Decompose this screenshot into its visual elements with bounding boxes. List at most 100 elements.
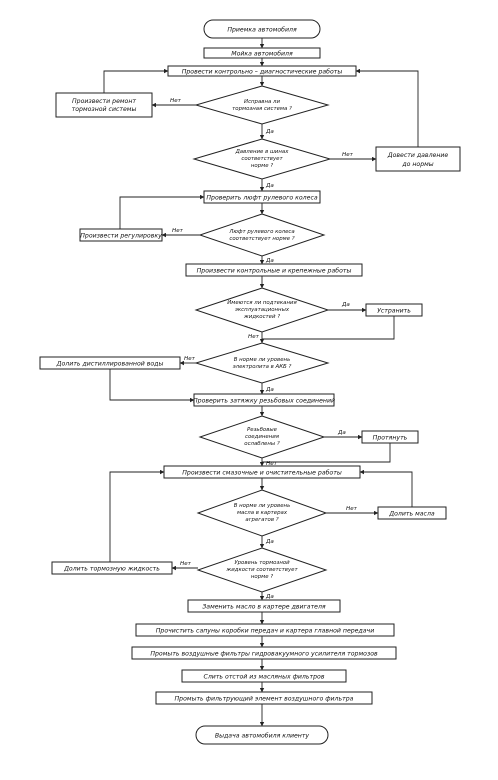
node-vents-label: Прочистить сапуны коробки передач и карт…	[156, 627, 374, 635]
node-wash: Мойка автомобиля	[203, 47, 321, 59]
node-tire-fix-line-1: Довести давление	[387, 152, 449, 159]
node-thread-decision-line-3: ослаблены ?	[244, 441, 280, 447]
edge-elecfix-thread	[109, 369, 195, 403]
node-end: Выдача автомобиля клиенту	[195, 725, 329, 745]
node-thread-fix-label: Протянуть	[373, 435, 408, 442]
label-tire-yes: Да	[265, 183, 274, 189]
node-elec-decision: В норме ли уровень электролита в АКБ ?	[194, 342, 330, 384]
node-bfluid-decision: Уровень тормозной жидкости соответствует…	[196, 547, 328, 593]
edge-labels: Нет Да Нет Да Нет Да Да Нет Нет Да Да Не…	[170, 98, 358, 600]
node-tire-decision-line-2: соответствует	[241, 156, 283, 162]
label-steer-yes: Да	[265, 258, 274, 264]
node-steer-check: Проверить люфт рулевого колеса	[203, 190, 321, 204]
node-thread-decision: Резьбовые соединения ослаблены ?	[198, 415, 326, 459]
node-fasten-label: Произвести контрольные и крепежные работ…	[197, 267, 352, 275]
node-elec-fix-label: Долить дистиллированной воды	[56, 361, 164, 368]
node-oil-fix-label: Долить масла	[388, 511, 435, 518]
edge-brakefix-diag	[103, 68, 169, 93]
node-air-filters: Промыть воздушные фильтры гидровакуумног…	[131, 646, 397, 660]
label-elec-no: Нет	[184, 356, 196, 362]
node-end-label: Выдача автомобиля клиенту	[215, 732, 310, 740]
node-tire-decision-line-3: норме ?	[251, 163, 273, 169]
node-bfluid-decision-line-3: норме ?	[251, 574, 273, 580]
node-thread-fix: Протянуть	[361, 430, 419, 444]
node-steer-decision-line-1: Люфт рулевого колеса	[228, 229, 294, 235]
label-bfluid-yes: Да	[265, 594, 274, 600]
node-bfluid-fix-label: Долить тормозную жидкость	[63, 566, 160, 573]
node-bfluid-decision-line-2: жидкости соответствует	[225, 567, 298, 573]
label-oil-no: Нет	[346, 506, 358, 512]
node-vents: Прочистить сапуны коробки передач и карт…	[135, 623, 395, 637]
node-oil-fix: Долить масла	[377, 506, 447, 520]
node-brake-fix-line-2: тормозной системы	[72, 106, 137, 113]
node-elec-decision-line-1: В норме ли уровень	[234, 357, 291, 363]
label-tire-no: Нет	[342, 152, 354, 158]
edge-bfluidfix-lube	[109, 469, 165, 562]
node-brake-fix: Произвести ремонт тормозной системы	[55, 92, 153, 118]
node-steer-decision-line-2: соответствует норме ?	[229, 236, 294, 242]
node-steer-check-label: Проверить люфт рулевого колеса	[206, 195, 317, 202]
node-steer-fix-label: Произвести регулировку	[80, 233, 162, 240]
node-thread-check-label: Проверить затяжку резьбовых соединений	[193, 397, 335, 405]
node-oil-change: Заменить масло в картере двигателя	[187, 599, 341, 613]
node-tire-decision-line-1: Давление в шинах	[235, 149, 290, 155]
node-tire-decision: Давление в шинах соответствует норме ?	[192, 138, 332, 180]
label-thread-yes: Да	[337, 430, 346, 436]
node-oil-change-label: Заменить масло в картере двигателя	[202, 604, 326, 611]
node-leak-decision-line-2: эксплуатационных	[235, 307, 290, 313]
node-start-label: Приемка автомобиля	[227, 26, 297, 34]
node-elec-fix: Долить дистиллированной воды	[39, 356, 181, 370]
node-start: Приемка автомобиля	[203, 19, 321, 39]
label-leak-no: Нет	[248, 334, 260, 340]
node-thread-decision-line-1: Резьбовые	[247, 427, 278, 433]
edges	[103, 38, 419, 727]
node-thread-decision-line-2: соединения	[245, 434, 280, 440]
node-brake-decision-line-2: тормозная система ?	[232, 106, 292, 112]
node-drain: Слить отстой из масляных фильтров	[181, 669, 347, 683]
node-leak-decision: Имеются ли подтекания эксплуатационных ж…	[194, 287, 330, 333]
node-air-element: Промыть фильтрующий элемент воздушного ф…	[155, 691, 373, 705]
node-oil-decision: В норме ли уровень масла в картерах агре…	[196, 489, 328, 537]
node-bfluid-decision-line-1: Уровень тормозной	[234, 560, 290, 566]
node-air-filters-label: Промыть воздушные фильтры гидровакуумног…	[150, 651, 378, 658]
node-bfluid-fix: Долить тормозную жидкость	[51, 561, 173, 575]
node-leak-fix: Устранить	[365, 303, 423, 317]
node-steer-decision: Люфт рулевого колеса соответствует норме…	[198, 213, 326, 257]
label-brake-yes: Да	[265, 129, 274, 135]
label-bfluid-no: Нет	[180, 561, 192, 567]
label-brake-no: Нет	[170, 98, 182, 104]
node-leak-decision-line-3: жидкостей ?	[243, 314, 280, 320]
node-leak-fix-label: Устранить	[377, 308, 411, 315]
label-oil-yes: Да	[265, 539, 274, 545]
node-thread-check: Проверить затяжку резьбовых соединений	[193, 393, 335, 407]
node-fasten: Произвести контрольные и крепежные работ…	[185, 263, 363, 277]
node-lube-label: Произвести смазочные и очистительные раб…	[182, 469, 342, 477]
label-leak-yes: Да	[341, 302, 350, 308]
edge-tirefix-diag	[355, 68, 419, 147]
node-brake-decision-line-1: Исправна ли	[244, 99, 280, 105]
node-leak-decision-line-1: Имеются ли подтекания	[227, 300, 297, 306]
node-oil-decision-line-2: масла в картерах	[237, 510, 288, 516]
node-wash-label: Мойка автомобиля	[231, 50, 293, 58]
edge-leakfix-elec	[262, 316, 395, 340]
node-brake-fix-line-1: Произвести ремонт	[72, 98, 136, 105]
label-steer-no: Нет	[172, 228, 184, 234]
node-steer-fix: Произвести регулировку	[79, 228, 163, 242]
edge-steerfix-steer	[119, 194, 205, 229]
node-oil-decision-line-3: агрегатов ?	[245, 517, 278, 523]
edge-oilfix-lube	[359, 469, 413, 507]
node-air-element-label: Промыть фильтрующий элемент воздушного ф…	[175, 696, 354, 703]
node-tire-fix: Довести давление до нормы	[375, 146, 461, 172]
node-oil-decision-line-1: В норме ли уровень	[234, 503, 291, 509]
nodes: Приемка автомобиля Мойка автомобиля Пров…	[39, 19, 461, 745]
label-elec-yes: Да	[265, 387, 274, 393]
node-diag-label: Провести контрольно – диагностические ра…	[182, 68, 343, 76]
node-tire-fix-line-2: до нормы	[401, 161, 433, 168]
label-thread-no: Нет	[266, 461, 278, 467]
node-drain-label: Слить отстой из масляных фильтров	[204, 674, 325, 681]
node-brake-decision: Исправна ли тормозная система ?	[194, 85, 330, 125]
node-elec-decision-line-2: электролита в АКБ ?	[233, 364, 292, 370]
node-diag: Провести контрольно – диагностические ра…	[167, 65, 357, 77]
node-lube: Произвести смазочные и очистительные раб…	[163, 465, 361, 479]
